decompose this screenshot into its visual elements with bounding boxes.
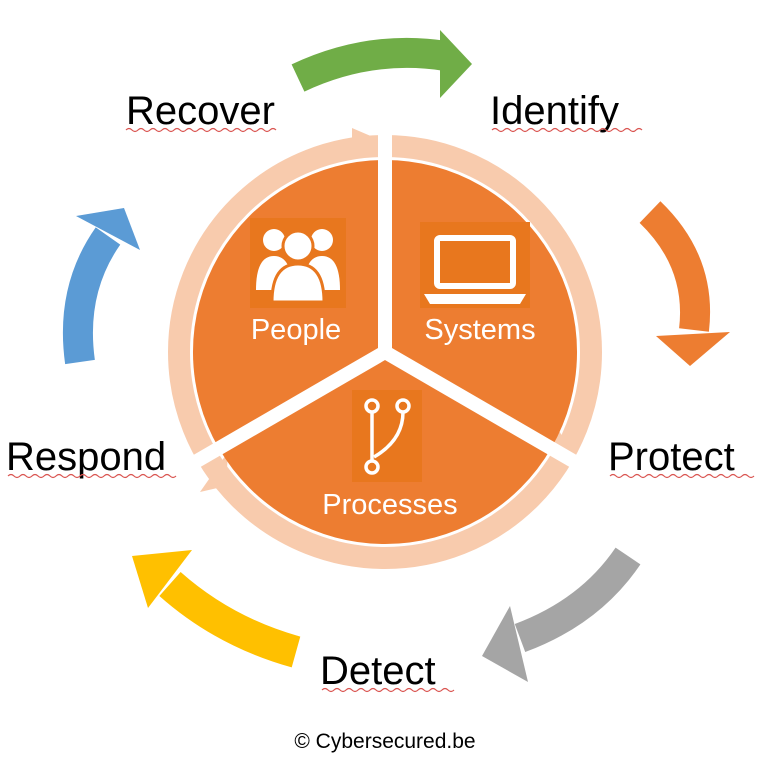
- arrow-respond-to-recover: [63, 208, 140, 365]
- arrow-detect-to-respond: [132, 550, 301, 668]
- laptop-icon: [420, 222, 530, 308]
- copyright-text: © Cybersecured.be: [294, 730, 475, 753]
- segment-label-processes: Processes: [322, 489, 457, 521]
- arrow-identify-to-protect: [639, 201, 730, 366]
- arrow-protect-to-detect: [482, 547, 641, 682]
- segment-label-systems: Systems: [424, 314, 535, 346]
- spellcheck-underline-recover: [125, 127, 277, 133]
- phase-label-recover: Recover: [126, 89, 275, 133]
- spellcheck-underline-detect: [321, 687, 455, 693]
- phase-label-respond: Respond: [6, 435, 166, 479]
- phase-label-protect: Protect: [608, 435, 735, 479]
- segment-label-people: People: [251, 314, 341, 346]
- divider-right: [381, 345, 584, 472]
- arrow-recover-to-identify: [291, 30, 472, 98]
- ring-arrowhead-top: [352, 128, 380, 156]
- spellcheck-underline-protect: [609, 473, 755, 479]
- divider-left: [186, 345, 389, 472]
- branch-icon: [352, 390, 422, 482]
- phase-label-identify: Identify: [490, 89, 619, 133]
- people-icon: [250, 218, 346, 308]
- ring-arrowhead-left: [200, 452, 228, 492]
- spellcheck-underline-respond: [7, 473, 177, 479]
- phase-label-detect: Detect: [320, 649, 436, 693]
- spellcheck-underline-identify: [491, 127, 643, 133]
